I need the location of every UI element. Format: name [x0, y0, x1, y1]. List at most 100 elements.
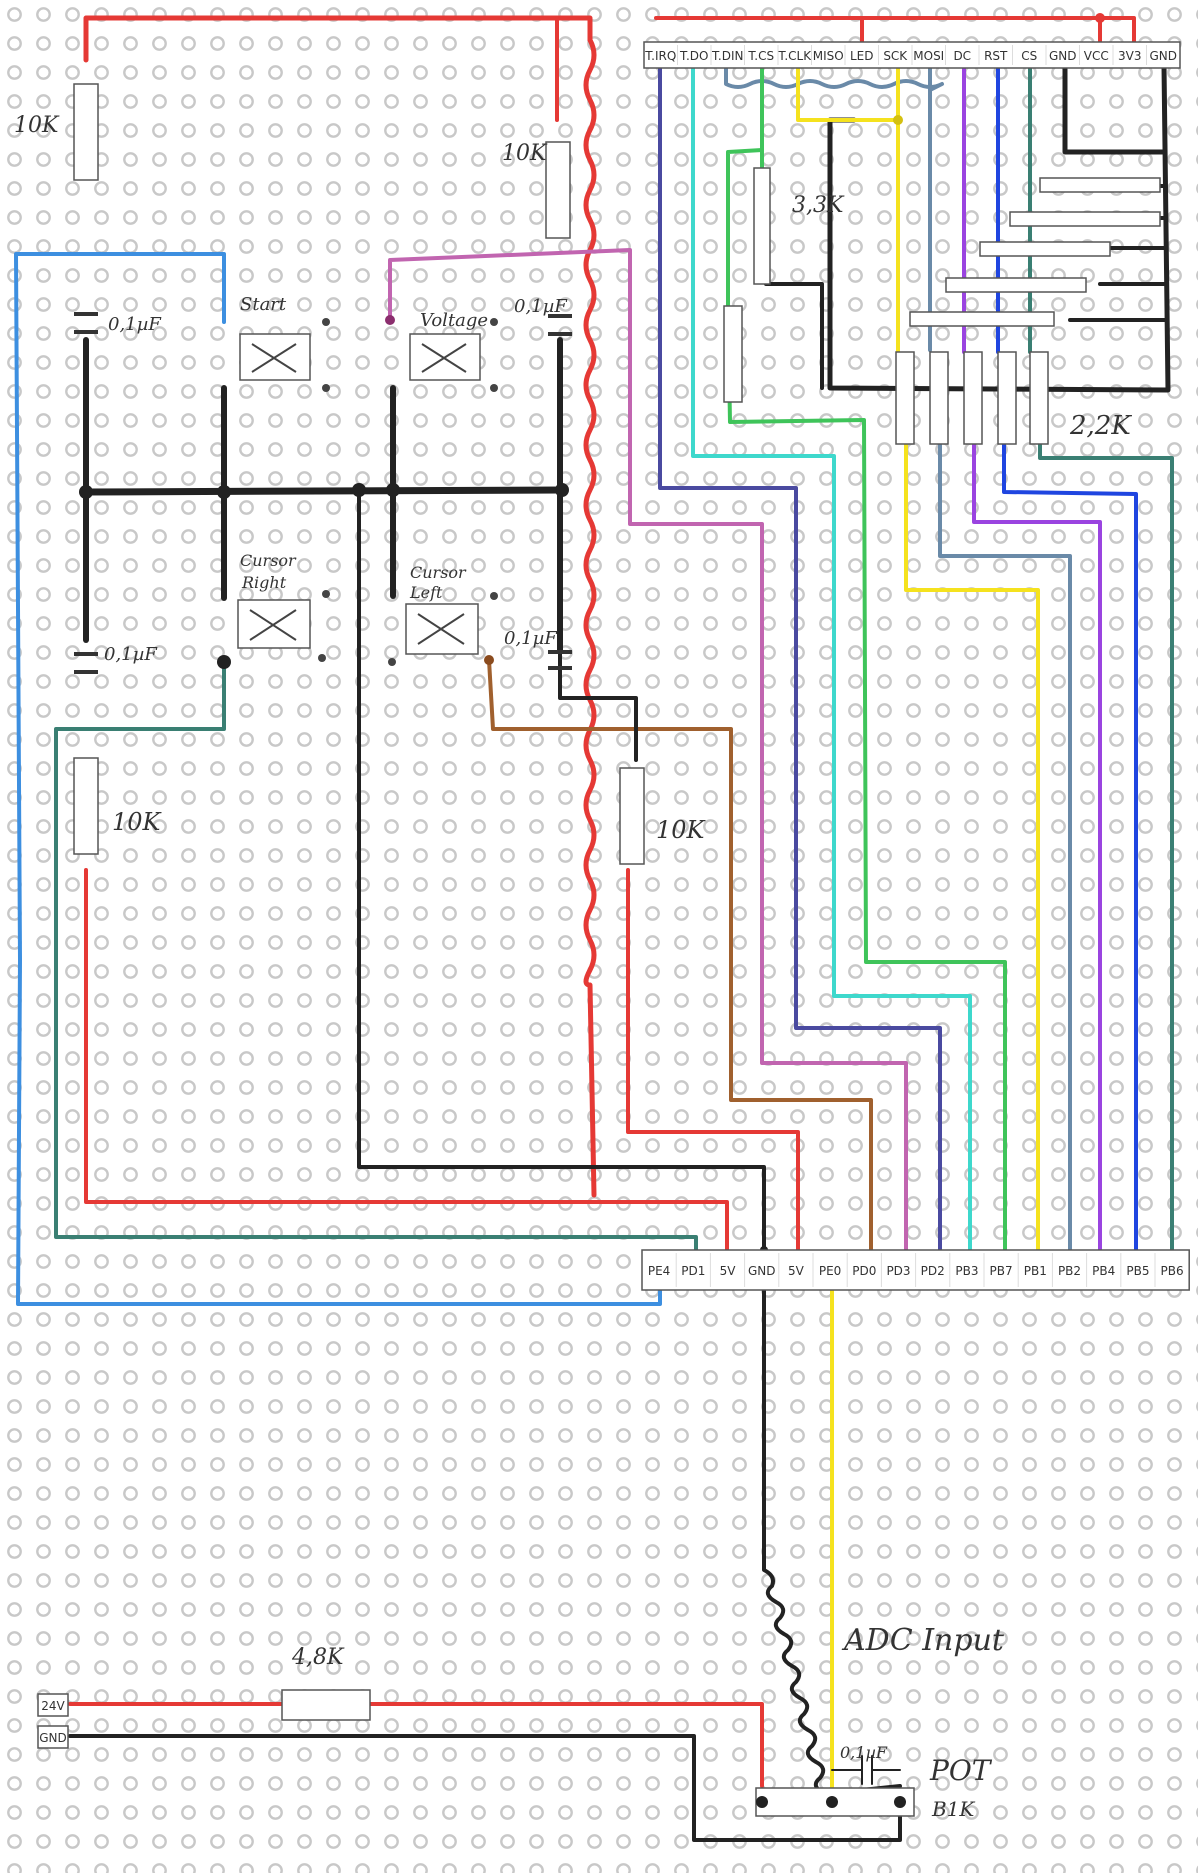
wire-green-tcs — [726, 66, 1007, 1252]
wire-cyan-tdo — [691, 66, 972, 1252]
mcu-header-pin-label: PE4 — [648, 1264, 670, 1278]
lcd-header-pin-label: LED — [850, 49, 874, 63]
lcd-header-pin-label: MOSI — [913, 49, 944, 63]
wire-magenta-voltage — [388, 248, 908, 1252]
resistor-h — [909, 311, 1055, 327]
mcu-header-pin-label: PB3 — [955, 1264, 978, 1278]
junction-dot — [352, 483, 366, 497]
junction-dot — [484, 655, 494, 665]
button-voltage — [409, 318, 498, 392]
mcu-header-pin-label: GND — [748, 1264, 776, 1278]
terminal-24v-label: 24V — [41, 1699, 65, 1713]
resistor-array-22k — [895, 351, 1049, 445]
label-adc-input: ADC Input — [841, 1623, 1005, 1658]
junction-dot — [555, 483, 569, 497]
capacitor-bottom-left — [74, 652, 98, 674]
terminal-gnd-box — [37, 1725, 69, 1749]
button-pin — [322, 318, 330, 326]
label-button-cursor-right-1: Cursor — [240, 551, 297, 570]
resistor-22k — [929, 351, 949, 445]
button-pin — [388, 658, 396, 666]
label-r-22k: 2,2K — [1069, 411, 1132, 441]
junction-dot — [385, 315, 395, 325]
mcu-header-pin-label: PE0 — [819, 1264, 841, 1278]
resistor-stack-horizontal — [909, 177, 1161, 327]
wire-purple-mosi — [962, 66, 1102, 1252]
button-start — [239, 318, 330, 392]
label-r-top-right: 10K — [502, 141, 548, 166]
junction-dots — [79, 13, 1105, 1254]
label-cap-top-right: 0,1µF — [514, 296, 568, 317]
label-r-top-left: 10K — [14, 113, 60, 138]
potentiometer — [755, 1787, 915, 1817]
button-cursor-left-cross — [417, 613, 465, 645]
mcu-header-pin-label: PD0 — [852, 1264, 876, 1278]
label-button-cursor-left-2: Left — [409, 583, 443, 602]
resistor-22k — [895, 351, 915, 445]
label-cap-top-left: 0,1µF — [108, 314, 162, 335]
label-cap-bottom-left: 0,1µF — [104, 644, 158, 665]
button-pin — [490, 384, 498, 392]
mcu-header-pin-label: PB1 — [1024, 1264, 1047, 1278]
button-pin — [490, 592, 498, 600]
button-pin — [322, 384, 330, 392]
lcd-header-pin-label: CS — [1021, 49, 1037, 63]
wire-royal-rst — [996, 66, 1138, 1252]
resistor-h — [1009, 211, 1161, 227]
wire-black-gnd-bus — [82, 486, 568, 496]
mcu-header-pin-label: PD2 — [921, 1264, 945, 1278]
label-button-cursor-left-1: Cursor — [410, 563, 467, 582]
label-cap-bottom-right: 0,1µF — [504, 628, 558, 649]
resistor-h — [945, 277, 1087, 293]
mcu-header-pin-label: PB7 — [990, 1264, 1013, 1278]
label-cap-adc: 0,1µF — [840, 1743, 888, 1762]
terminal-24v-box — [37, 1693, 69, 1717]
lcd-header-pin-label: DC — [953, 49, 971, 63]
lcd-header-pin-label: MISO — [813, 49, 844, 63]
wire-teal-cs — [1028, 66, 1174, 1252]
junction-dot — [217, 655, 231, 669]
button-pin — [490, 318, 498, 326]
lcd-header-pin-label: T.CS — [747, 49, 774, 63]
pot-pin — [826, 1796, 838, 1808]
label-pot: POT — [929, 1754, 993, 1787]
mcu-header-pin-label: PB4 — [1092, 1264, 1115, 1278]
wire-red-top-left — [83, 15, 593, 63]
mcu-header-pin-label: 5V — [720, 1264, 737, 1278]
wire-black-gnd-mcu — [357, 488, 766, 1252]
wire-slate-miso — [928, 66, 1072, 1252]
junction-dot — [1095, 13, 1105, 23]
resistor-bottom-left — [73, 757, 99, 855]
label-button-start: Start — [240, 294, 287, 315]
mcu-header-pin-label: PB6 — [1161, 1264, 1184, 1278]
wire-red-5v-right — [626, 868, 800, 1252]
junction-dot — [893, 115, 903, 125]
wire-yellow-tclk — [796, 66, 900, 122]
button-start-cross — [251, 343, 297, 373]
capacitor-top-right — [548, 314, 572, 336]
wire-black-gnd-coil — [762, 1288, 902, 1796]
wire-black-33k — [764, 282, 824, 390]
wire-red-lcd-vcc — [654, 16, 1136, 44]
resistor-22k — [1029, 351, 1049, 445]
resistor-h — [979, 241, 1111, 257]
resistor-top-left — [73, 83, 99, 181]
label-pot-value: B1K — [931, 1797, 975, 1821]
mcu-header-pin-label: PB5 — [1126, 1264, 1149, 1278]
button-cursor-right-cross — [249, 609, 297, 641]
lcd-header-pin-label: T.DO — [679, 49, 708, 63]
button-cursor-right — [237, 590, 330, 662]
label-button-voltage: Voltage — [420, 310, 488, 331]
label-r-bottom-left: 10K — [112, 808, 163, 836]
resistor-input — [281, 1689, 371, 1721]
lcd-header-pin-label: GND — [1149, 49, 1177, 63]
label-r-input: 4,8K — [291, 1645, 345, 1670]
lcd-header-pin-label: T.IRQ — [644, 49, 676, 63]
lcd-header-pin-label: 3V3 — [1118, 49, 1141, 63]
lcd-header-pin-label: GND — [1049, 49, 1077, 63]
resistor-h — [1039, 177, 1161, 193]
wire-black-gnd-input — [68, 1734, 902, 1842]
wire-teal-cursor-right — [54, 660, 698, 1252]
